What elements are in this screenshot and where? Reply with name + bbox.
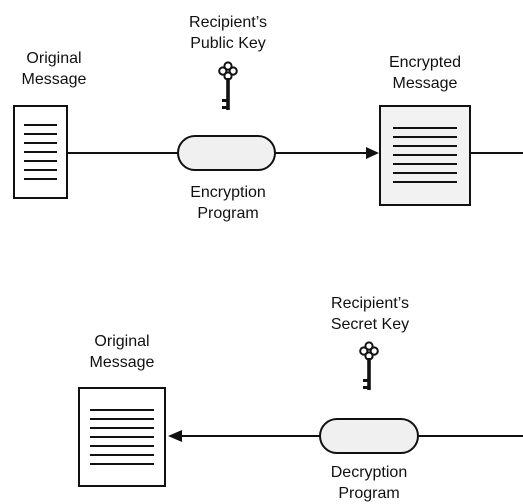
secret-key-label: Recipient’s Secret Key: [330, 295, 410, 333]
original-message-label: Original Message: [21, 50, 87, 88]
document-icon: [13, 105, 68, 199]
document-icon: [379, 105, 471, 206]
program-capsule-icon: [319, 418, 419, 454]
key-icon: [359, 341, 379, 391]
original-message-label: Original Message: [89, 333, 155, 371]
encryption-program-label: Encryption Program: [190, 184, 266, 222]
key-icon: [218, 61, 238, 111]
arrow-icon: [168, 430, 182, 442]
document-icon: [78, 387, 166, 487]
public-key-label: Recipient’s Public Key: [189, 14, 267, 52]
program-capsule-icon: [177, 135, 276, 171]
encrypted-message-label: Encrypted Message: [388, 54, 462, 92]
arrow-icon: [366, 147, 379, 159]
decryption-program-label: Decryption Program: [330, 464, 408, 502]
